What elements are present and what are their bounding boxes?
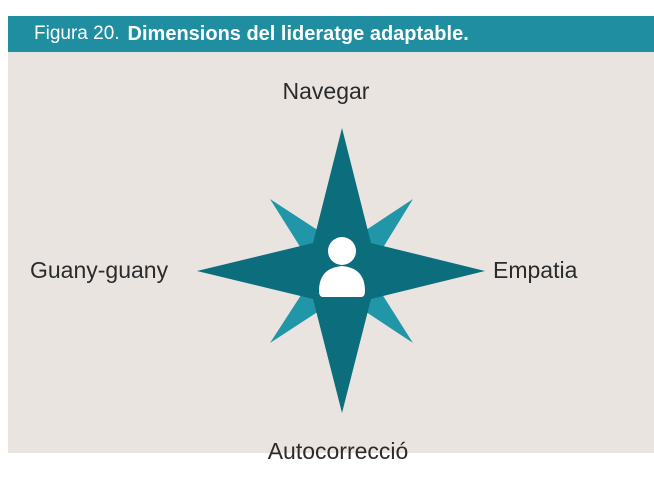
- label-guany-guany: Guany-guany: [30, 257, 169, 283]
- figure-title: Dimensions del lideratge adaptable.: [127, 22, 469, 45]
- person-icon: [319, 237, 365, 297]
- figure-header: Figura 20. Dimensions del lideratge adap…: [8, 16, 654, 52]
- figure-panel: Figura 20. Dimensions del lideratge adap…: [8, 16, 654, 453]
- label-empatia: Empatia: [493, 257, 578, 283]
- label-autocorreccio: Autocorrecció: [267, 438, 409, 464]
- figure-number: Figura 20.: [34, 23, 120, 44]
- label-navegar: Navegar: [282, 78, 370, 104]
